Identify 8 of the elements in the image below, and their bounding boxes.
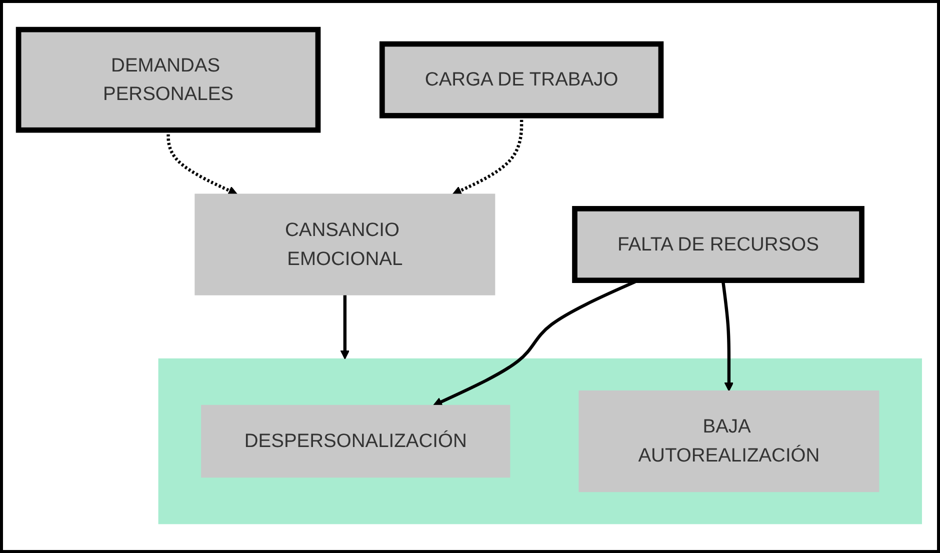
node-box: CANSANCIO EMOCIONAL bbox=[194, 194, 496, 296]
node-box: CARGA DE TRABAJO bbox=[379, 41, 664, 118]
arrow bbox=[340, 294, 350, 360]
node-box: FALTA DE RECURSOS bbox=[572, 206, 864, 283]
node-box: DEMANDAS PERSONALES bbox=[16, 26, 321, 133]
node-box: BAJA AUTOREALIZACIÓN bbox=[578, 390, 880, 492]
cluster bbox=[158, 358, 922, 524]
node-box: DESPERSONALIZACIÓN bbox=[201, 404, 510, 478]
